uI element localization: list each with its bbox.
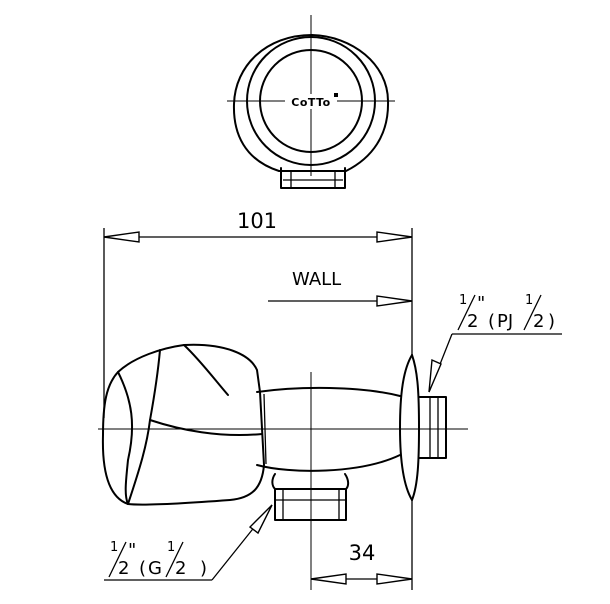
- svg-text:2: 2: [175, 558, 186, 579]
- svg-text:1: 1: [110, 540, 118, 555]
- brand-logo: CoTTo: [291, 96, 331, 109]
- side-view: [98, 343, 468, 590]
- inlet-thread-body: [271, 473, 350, 521]
- inlet-thread-callout: 1 2 " ( G 1 2 ): [104, 504, 273, 581]
- inlet-thread-code: G: [148, 558, 162, 579]
- top-view-thread-stub: [280, 167, 346, 189]
- outlet-thread-callout: 1 2 " ( PJ 1 2 ): [428, 293, 562, 393]
- wall-flange-front: [399, 354, 413, 501]
- svg-text:2: 2: [467, 311, 478, 332]
- wall-label: WALL: [292, 269, 341, 290]
- svg-text:): ): [548, 311, 555, 332]
- svg-text:": ": [477, 293, 485, 314]
- overall-length-dimension: 101: [237, 209, 277, 233]
- top-view-knob-outline: [232, 34, 390, 172]
- wall-projection-dimension: 34: [349, 541, 376, 565]
- dimension-overall: 101: [103, 209, 413, 418]
- handle-facet-front: [117, 371, 134, 505]
- wall-flange-back: [411, 354, 420, 501]
- dimension-wall-projection: 34: [310, 500, 413, 590]
- handle-facet-top: [183, 344, 229, 396]
- svg-text:1: 1: [459, 293, 467, 308]
- svg-text:(: (: [488, 311, 495, 332]
- top-view: CoTTo: [227, 15, 395, 189]
- svg-text:2: 2: [118, 558, 129, 579]
- wall-indicator: WALL: [268, 269, 413, 307]
- svg-text:1: 1: [525, 293, 533, 308]
- svg-text:(: (: [139, 558, 146, 579]
- svg-text:": ": [128, 540, 136, 561]
- body-top-edge: [256, 386, 401, 397]
- outlet-thread: [418, 396, 447, 459]
- svg-text:1: 1: [167, 540, 175, 555]
- outlet-thread-code: PJ: [497, 311, 513, 332]
- handle-facet-lower: [149, 419, 263, 437]
- svg-text:): ): [200, 558, 207, 579]
- svg-text:2: 2: [533, 311, 544, 332]
- brand-logo-mark: [334, 93, 338, 97]
- body-bottom-edge: [256, 454, 401, 472]
